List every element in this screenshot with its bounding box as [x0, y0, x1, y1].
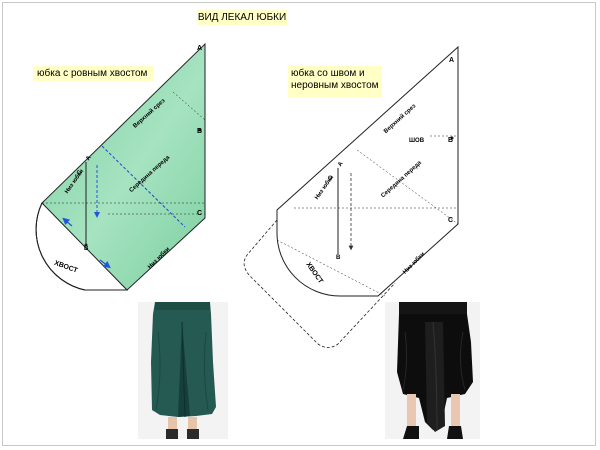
- right-point-a: A: [449, 57, 454, 64]
- right-inner-a: A: [337, 160, 345, 167]
- left-inner-a: A: [85, 154, 93, 161]
- right-tail-dashed-outline: [243, 219, 396, 348]
- right-inner-c: C: [327, 174, 335, 181]
- left-inner-b: B: [84, 246, 89, 252]
- left-point-c: C: [197, 210, 202, 217]
- right-seam-label: ШОВ: [409, 138, 425, 144]
- right-point-b: B: [448, 137, 453, 144]
- page-title: ВИД ЛЕКАЛ ЮБКИ: [197, 10, 287, 25]
- right-point-c: C: [448, 217, 453, 224]
- black-skirt-photo: [385, 302, 480, 439]
- right-pattern-caption: юбка со швом и неровным хвостом: [288, 66, 382, 98]
- left-pattern-caption: юбка с ровным хвостом: [33, 66, 154, 81]
- right-inner-b: B: [336, 255, 341, 261]
- right-pattern-shape: [276, 45, 459, 297]
- left-point-a: A: [197, 45, 202, 52]
- left-inner-c: C: [76, 169, 84, 176]
- green-skirt-photo: [138, 302, 228, 439]
- left-skirt-pattern: A B C Верхний срез Середина переда Низ ю…: [35, 42, 206, 291]
- left-point-b: B: [197, 128, 202, 135]
- left-center-front-line: [101, 145, 186, 228]
